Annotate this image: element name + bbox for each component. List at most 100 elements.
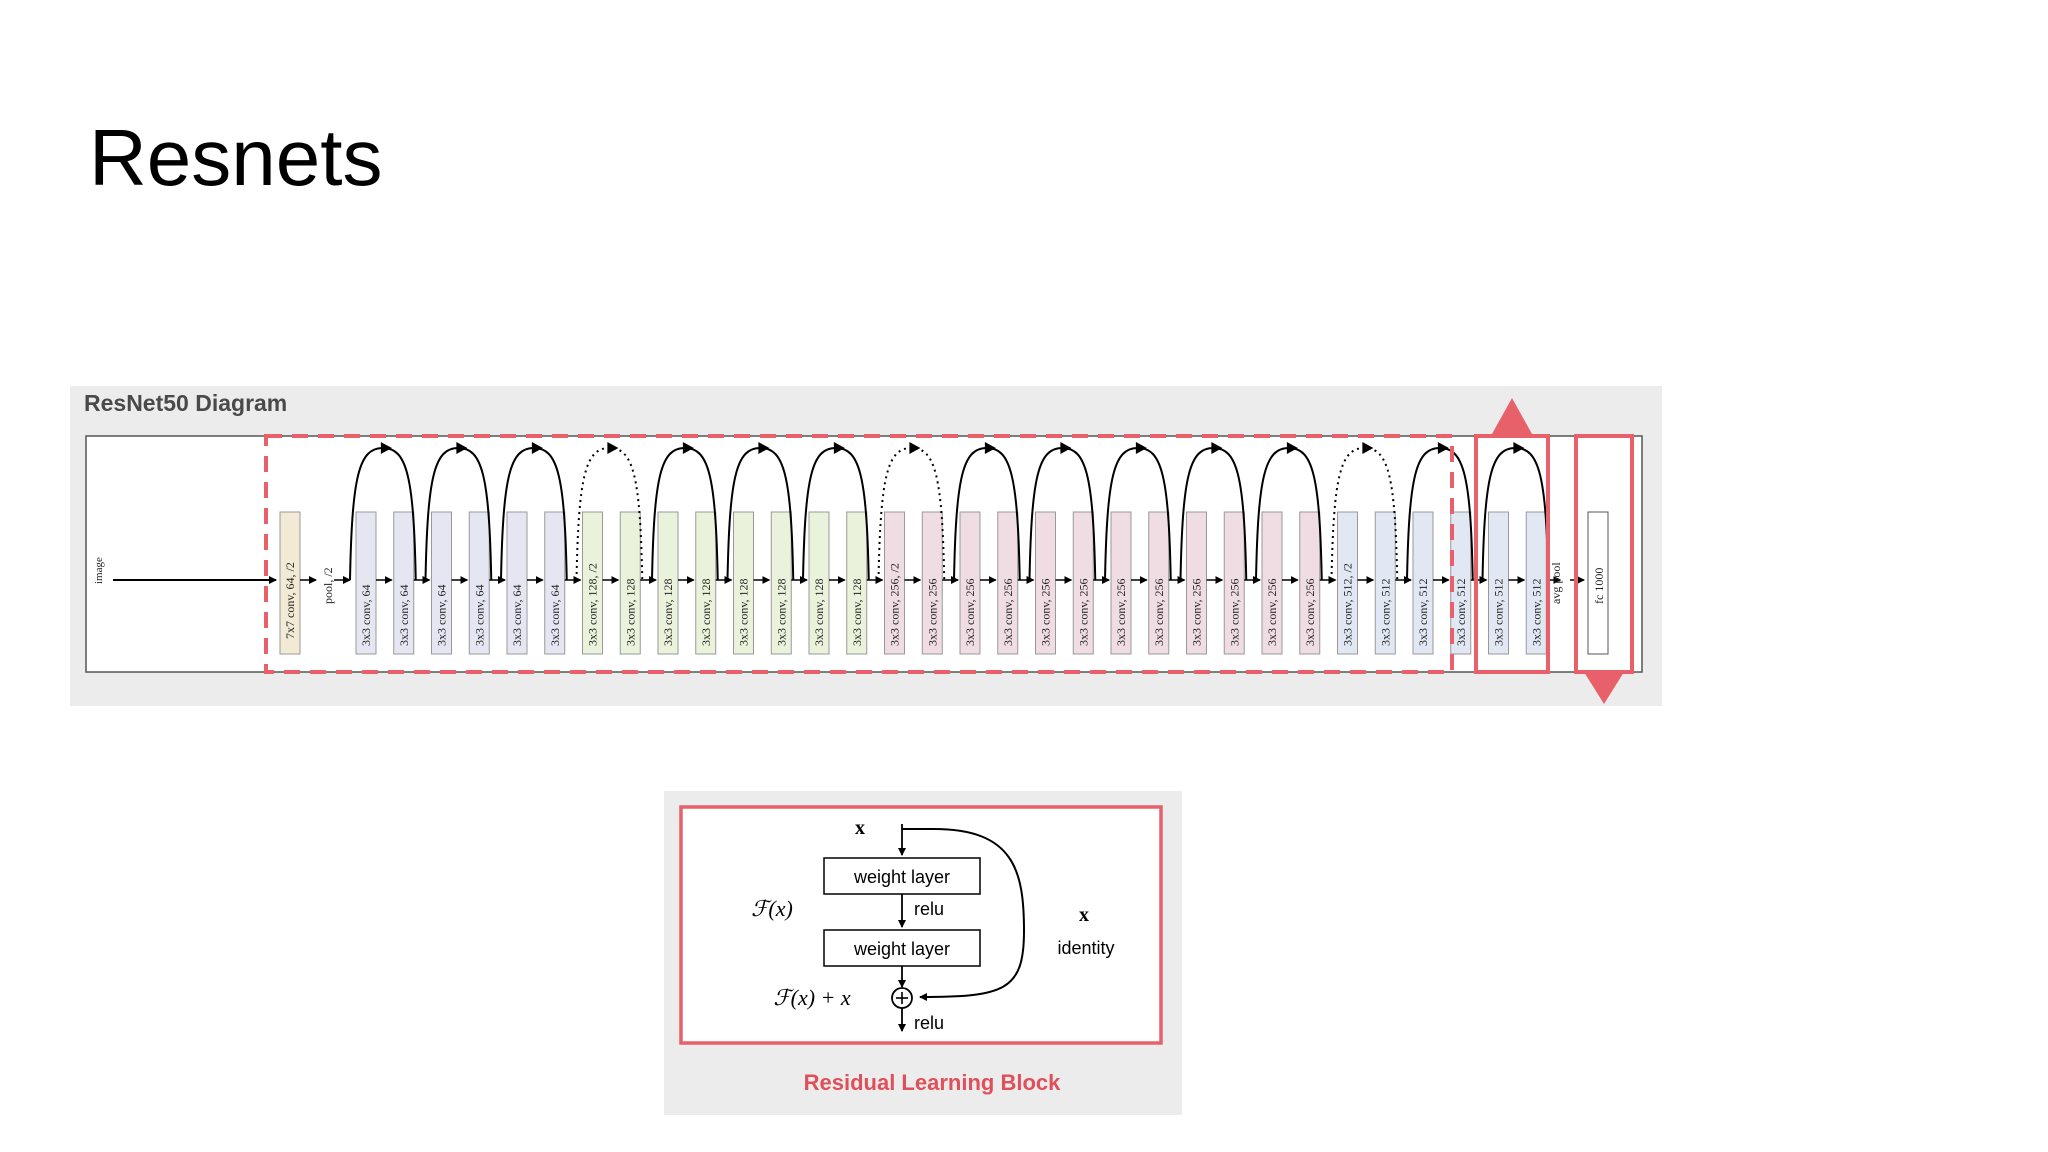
conv-blocks: 3x3 conv, 64 3x3 conv, 64 3x3 conv, 64 3x3 …: [355, 511, 1562, 655]
conv-block: [1223, 511, 1245, 655]
input-label: image: [93, 557, 105, 584]
conv-block-label: 3x3 conv, 64: [472, 584, 486, 646]
conv-block: [582, 511, 603, 655]
resnet50-diagram: ResNet50 Diagram image 7x7 conv, 64, /2 …: [70, 386, 1662, 706]
conv-block: [846, 511, 868, 655]
skip-arrowhead: [682, 442, 694, 454]
relu-out-label: relu: [914, 1013, 944, 1033]
conv-block-label: 3x3 conv, 512, /2: [1341, 563, 1355, 646]
identity-x-label: x: [1079, 904, 1089, 926]
skip-arrowhead: [1513, 442, 1525, 454]
skip-arrowhead: [909, 442, 921, 454]
weight-layer-2: [823, 929, 981, 967]
conv-block: [695, 511, 717, 655]
conv-block-label: 3x3 conv, 64: [548, 584, 562, 646]
fc-block: [1587, 511, 1609, 655]
fc-label: fc 1000: [1592, 568, 1606, 604]
up-triangle-marker: [1492, 398, 1532, 434]
conv-block: [1488, 511, 1509, 655]
conv-block: [884, 511, 905, 655]
conv-block: [997, 511, 1019, 655]
residual-block-diagram: x weight layer relu weight layer ℱ(x) x …: [664, 791, 1182, 1115]
stem-conv-block: [279, 511, 301, 655]
conv-block: [431, 511, 452, 655]
last-block-highlight: [1474, 434, 1550, 674]
conv-block-label: 3x3 conv, 256: [963, 578, 977, 646]
slide-title: Resnets: [89, 113, 383, 202]
stem-conv-label: 7x7 conv, 64, /2: [283, 562, 297, 639]
pool-label: pool, /2: [321, 567, 335, 604]
conv-block-label: 3x3 conv, 128: [737, 578, 751, 646]
skip-arrowhead: [1286, 442, 1298, 454]
conv-block-label: 3x3 conv, 128: [699, 578, 713, 646]
conv-block: [355, 511, 377, 655]
block-frame: [679, 805, 1163, 1045]
skip-arrowhead: [1060, 442, 1072, 454]
conv-block-label: 3x3 conv, 64: [435, 584, 449, 646]
conv-block-label: 3x3 conv, 256: [1303, 578, 1317, 646]
conv-block-label: 3x3 conv, 128: [661, 578, 675, 646]
conv-block-label: 3x3 conv, 128: [850, 578, 864, 646]
conv-block: [1035, 511, 1056, 655]
conv-block: [468, 511, 490, 655]
dashed-highlight: [264, 434, 1454, 674]
conv-block-label: 3x3 conv, 128: [623, 578, 637, 646]
conv-block: [1072, 511, 1094, 655]
conv-block: [1299, 511, 1321, 655]
relu-mid-label: relu: [914, 899, 944, 919]
conv-block: [733, 511, 754, 655]
skip-arrowhead: [456, 442, 468, 454]
conv-block-label: 3x3 conv, 512: [1454, 578, 1468, 646]
conv-block-label: 3x3 conv, 512: [1416, 578, 1430, 646]
conv-block: [1261, 511, 1283, 655]
avgpool-label: avg pool: [1549, 562, 1563, 604]
skip-arrowhead: [984, 442, 996, 454]
conv-block-label: 3x3 conv, 512: [1529, 578, 1543, 646]
conv-block-label: 3x3 conv, 256: [1265, 578, 1279, 646]
skip-arrowhead: [380, 442, 392, 454]
conv-block-label: 3x3 conv, 128: [812, 578, 826, 646]
skip-arrowhead: [531, 442, 543, 454]
weight-layer-1-label: weight layer: [853, 867, 950, 887]
sum-label: ℱ(x) + x: [773, 985, 851, 1010]
skip-arrowhead: [1437, 442, 1449, 454]
conv-block: [770, 511, 792, 655]
fx-label: ℱ(x): [751, 896, 793, 921]
skip-arrowhead: [1362, 442, 1374, 454]
skip-arrowhead: [607, 442, 619, 454]
conv-block: [544, 511, 566, 655]
skip-arrowhead: [1211, 442, 1223, 454]
conv-block-label: 3x3 conv, 256: [1114, 578, 1128, 646]
skip-arrowhead: [833, 442, 845, 454]
conv-block-label: 3x3 conv, 256: [1227, 578, 1241, 646]
conv-block-label: 3x3 conv, 128: [774, 578, 788, 646]
conv-block: [808, 511, 830, 655]
block-caption: Residual Learning Block: [804, 1070, 1061, 1095]
conv-block-label: 3x3 conv, 512: [1378, 578, 1392, 646]
conv-block-label: 3x3 conv, 64: [397, 584, 411, 646]
conv-block-label: 3x3 conv, 256: [1001, 578, 1015, 646]
conv-block: [393, 511, 415, 655]
conv-block-label: 3x3 conv, 128, /2: [586, 563, 600, 646]
down-triangle-marker: [1584, 672, 1624, 704]
skip-connections: [349, 442, 1550, 581]
conv-block: [657, 511, 679, 655]
conv-block-label: 3x3 conv, 512: [1492, 578, 1506, 646]
conv-block: [1186, 511, 1207, 655]
conv-block-label: 3x3 conv, 256: [1190, 578, 1204, 646]
conv-block-label: 3x3 conv, 64: [510, 584, 524, 646]
conv-block-label: 3x3 conv, 256, /2: [888, 563, 902, 646]
conv-block: [959, 511, 981, 655]
weight-layer-2-label: weight layer: [853, 939, 950, 959]
skip-arrowhead: [758, 442, 770, 454]
conv-block-label: 3x3 conv, 256: [1039, 578, 1053, 646]
conv-block-label: 3x3 conv, 256: [1076, 578, 1090, 646]
skip-arrowhead: [1135, 442, 1147, 454]
conv-block: [1148, 511, 1170, 655]
conv-block: [1374, 511, 1396, 655]
conv-block: [619, 511, 641, 655]
input-x-label: x: [855, 817, 865, 839]
conv-block-label: 3x3 conv, 256: [925, 578, 939, 646]
conv-block: [1412, 511, 1434, 655]
conv-block-label: 3x3 conv, 64: [359, 584, 373, 646]
